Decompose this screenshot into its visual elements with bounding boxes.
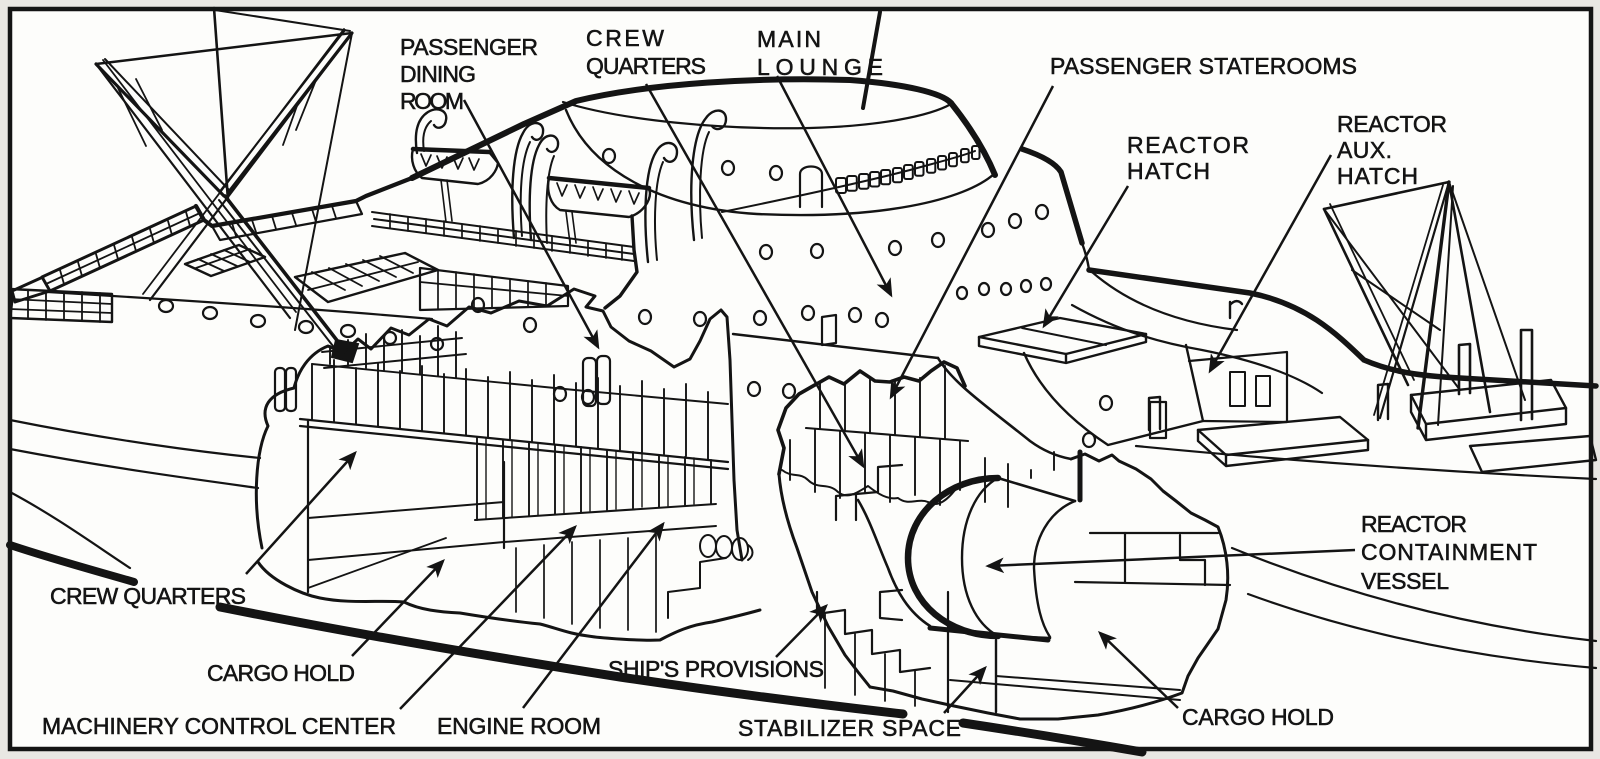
svg-text:PASSENGER STATEROOMS: PASSENGER STATEROOMS (1050, 53, 1358, 79)
svg-text:CARGO HOLD: CARGO HOLD (1182, 704, 1335, 730)
svg-text:REACTOR: REACTOR (1337, 111, 1448, 137)
svg-text:STABILIZER SPACE: STABILIZER SPACE (738, 715, 962, 741)
svg-text:DINING: DINING (400, 61, 477, 87)
svg-text:CREW: CREW (586, 25, 665, 51)
svg-text:ENGINE ROOM: ENGINE ROOM (437, 713, 602, 739)
svg-text:HATCH: HATCH (1337, 163, 1419, 189)
svg-text:MAIN: MAIN (757, 26, 822, 52)
svg-text:AUX.: AUX. (1337, 137, 1393, 163)
svg-text:REACTOR: REACTOR (1127, 132, 1250, 158)
svg-text:CARGO HOLD: CARGO HOLD (207, 660, 356, 686)
svg-text:VESSEL: VESSEL (1361, 568, 1450, 594)
svg-text:CREW QUARTERS: CREW QUARTERS (50, 583, 247, 609)
svg-text:MACHINERY CONTROL CENTER: MACHINERY CONTROL CENTER (42, 713, 397, 739)
svg-text:HATCH: HATCH (1127, 158, 1211, 184)
svg-text:PASSENGER: PASSENGER (400, 34, 539, 60)
svg-text:CONTAINMENT: CONTAINMENT (1361, 539, 1538, 565)
svg-text:REACTOR: REACTOR (1361, 511, 1468, 537)
svg-text:QUARTERS: QUARTERS (586, 53, 707, 79)
